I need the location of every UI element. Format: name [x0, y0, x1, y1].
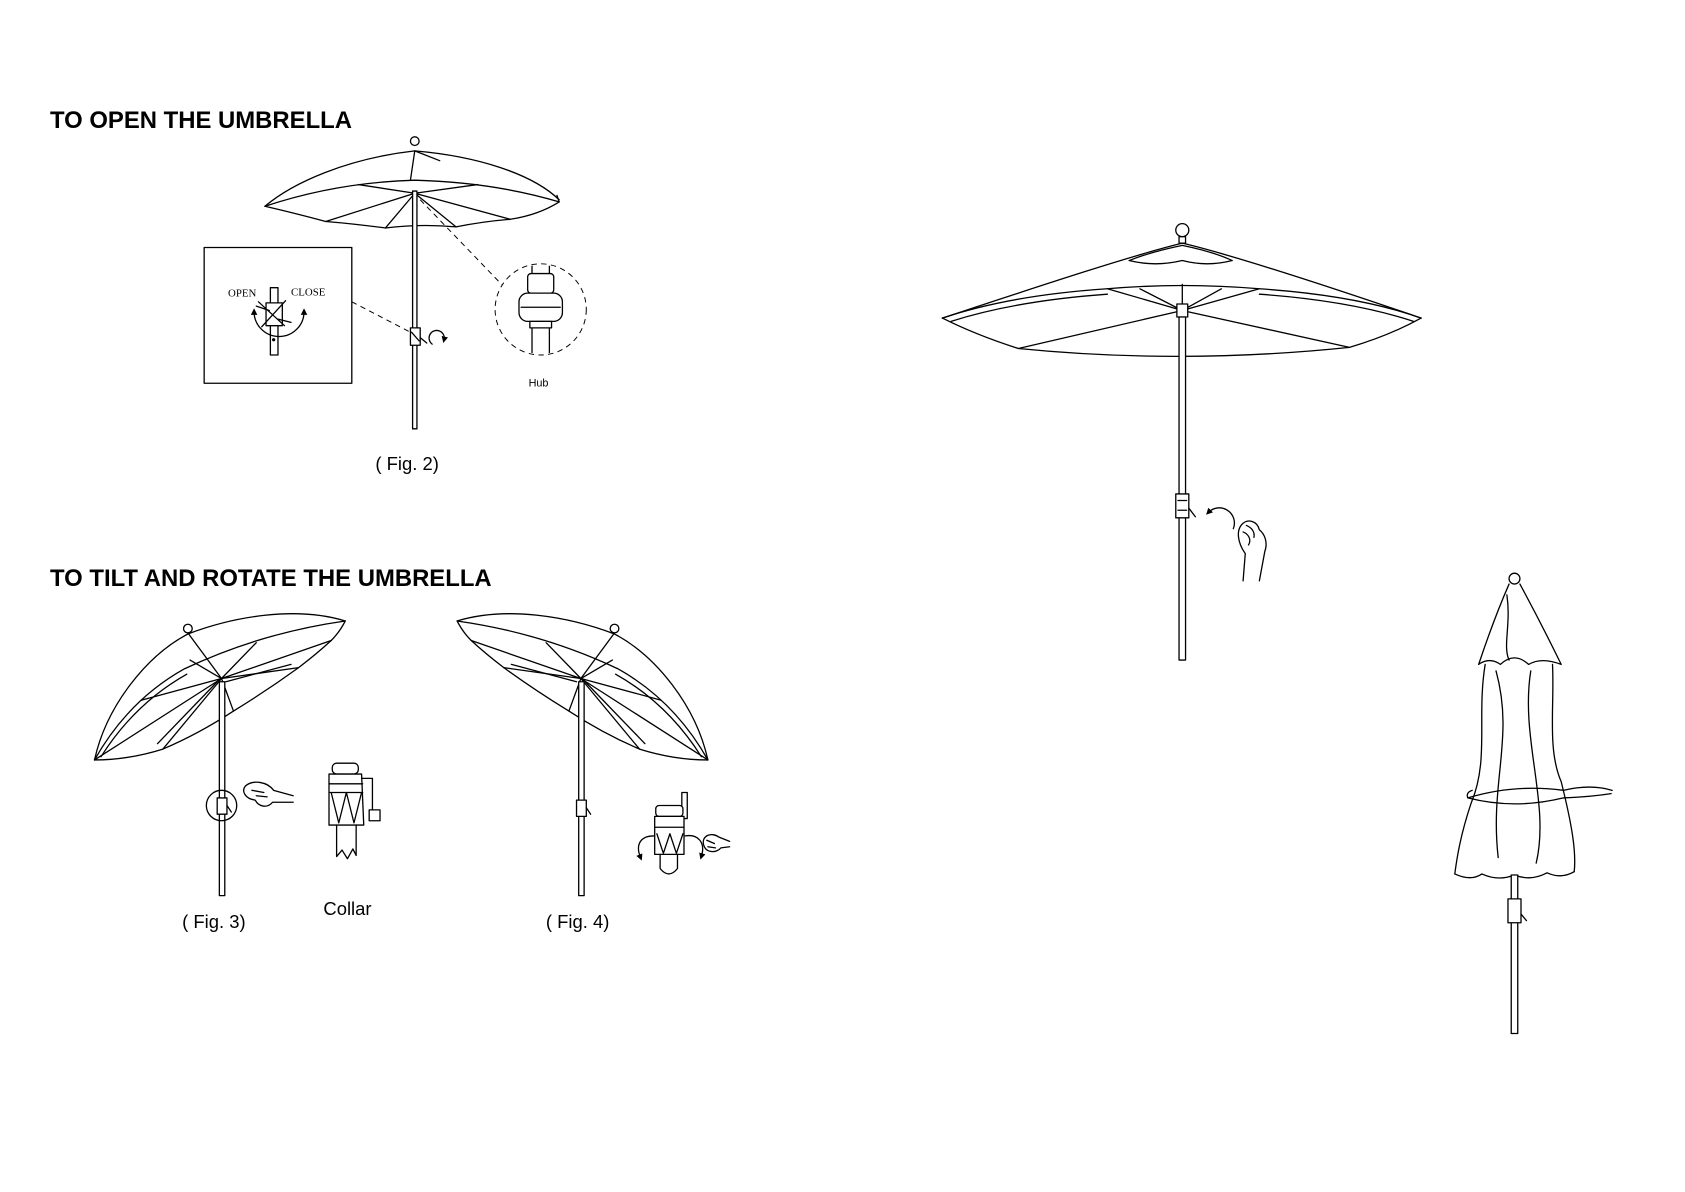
collar-label: Collar	[323, 898, 371, 919]
fig2-umbrella: Hub OPEN CLOSE	[204, 137, 586, 429]
rotate-right-arrow-icon	[685, 836, 703, 857]
tie-strap	[1467, 787, 1612, 804]
collar-detail	[329, 763, 380, 859]
hub-callout-line	[420, 200, 501, 285]
crank-housing	[1176, 494, 1189, 518]
fig4-pole	[579, 682, 584, 896]
fig3-umbrella	[95, 614, 346, 896]
finial	[410, 137, 419, 146]
hub-label: Hub	[529, 377, 549, 389]
closed-canopy-left	[1455, 664, 1485, 874]
crank-handle	[1521, 914, 1526, 921]
finial	[1509, 573, 1520, 584]
inset-pole-dot	[272, 338, 275, 341]
fig4-caption: ( Fig. 4)	[546, 911, 610, 932]
inset-callout-line	[352, 302, 411, 332]
fig4-hand-icon	[703, 835, 729, 852]
hand-icon	[1238, 521, 1266, 581]
fig3-crank-handle	[227, 806, 231, 813]
umbrella-pole	[413, 191, 417, 429]
finial	[1176, 224, 1189, 237]
umbrella-pole	[1179, 317, 1186, 660]
closed-umbrella	[1455, 573, 1612, 1033]
rotate-detail	[638, 792, 729, 873]
inset-open-label: OPEN	[228, 287, 256, 299]
rotate-left-arrow-icon	[638, 836, 653, 858]
open-close-inset: OPEN CLOSE	[204, 248, 352, 384]
closed-vent	[1479, 584, 1562, 664]
fig3-hand-icon	[244, 782, 293, 806]
closed-canopy-folds	[1496, 595, 1540, 863]
turn-arrow-icon	[429, 330, 444, 344]
fig4-collar	[577, 800, 587, 816]
fig2-caption: ( Fig. 2)	[375, 453, 439, 474]
open-umbrella-large	[942, 224, 1421, 660]
fig3-pole	[219, 682, 224, 896]
inset-close-label: CLOSE	[291, 286, 326, 298]
open-section-heading: TO OPEN THE UMBRELLA	[50, 107, 352, 134]
hub-detail	[519, 261, 562, 359]
fig4-crank-handle	[586, 808, 590, 815]
fig3-collar	[217, 798, 227, 814]
turn-arrow-icon	[1208, 508, 1234, 529]
crank-housing	[1508, 899, 1521, 923]
canopy-vent	[1129, 245, 1232, 263]
closed-canopy-right	[1552, 664, 1574, 871]
tilt-section-heading: TO TILT AND ROTATE THE UMBRELLA	[50, 565, 492, 592]
hub	[1177, 304, 1188, 317]
fig3-caption: ( Fig. 3)	[182, 911, 246, 932]
